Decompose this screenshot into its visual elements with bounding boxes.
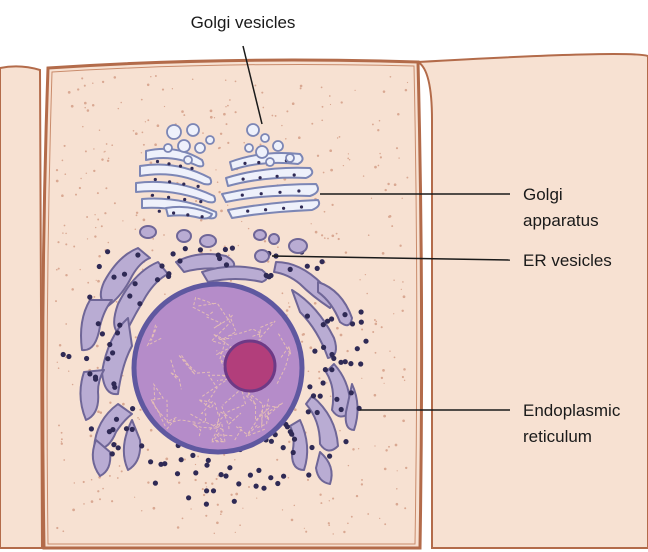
er-vesicles bbox=[139, 225, 308, 263]
neighbor-cell-left bbox=[0, 65, 44, 549]
leader-er-vesicles bbox=[271, 255, 511, 261]
neighbor-cell-right bbox=[414, 53, 648, 549]
label-endoplasmic-reticulum-line1: Endoplasmic bbox=[523, 401, 621, 420]
endoplasmic-reticulum bbox=[79, 247, 359, 485]
label-golgi-apparatus: Golgi apparatus bbox=[523, 185, 599, 230]
cell-membrane-inner bbox=[46, 63, 418, 545]
golgi-vesicles bbox=[163, 123, 295, 167]
nucleolus bbox=[223, 339, 277, 393]
label-golgi-vesicles: Golgi vesicles bbox=[191, 13, 296, 32]
golgi-granules bbox=[150, 159, 304, 219]
label-golgi-apparatus-line2: apparatus bbox=[523, 211, 599, 230]
label-endoplasmic-reticulum: Endoplasmic reticulum bbox=[523, 401, 625, 446]
label-golgi-apparatus-line1: Golgi bbox=[523, 185, 563, 204]
leader-lines bbox=[242, 45, 511, 411]
label-endoplasmic-reticulum-line2: reticulum bbox=[523, 427, 592, 446]
nucleus bbox=[131, 281, 305, 455]
label-er-vesicles: ER vesicles bbox=[523, 251, 612, 270]
leader-golgi-vesicles bbox=[242, 45, 263, 125]
